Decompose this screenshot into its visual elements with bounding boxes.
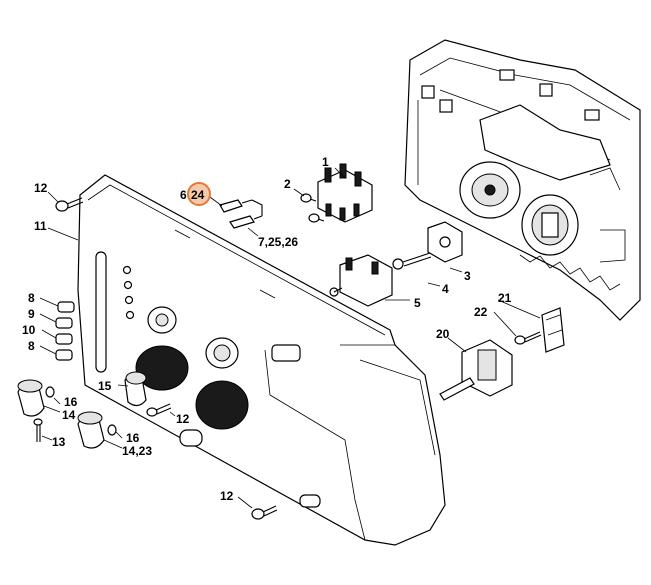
label-2: 2 <box>284 177 291 191</box>
label-16-bottom: 16 <box>126 431 140 445</box>
leader-lines <box>39 167 541 509</box>
housing-assembly <box>404 39 641 321</box>
bracket-part-21 <box>541 307 565 353</box>
label-13: 13 <box>52 435 66 449</box>
label-5: 5 <box>414 296 421 310</box>
knob-part-14 <box>17 379 55 417</box>
label-12-bottom: 12 <box>220 489 234 503</box>
label-15: 15 <box>98 379 112 393</box>
label-4: 4 <box>442 282 449 296</box>
screw-part-12-bottom <box>251 505 278 520</box>
label-21: 21 <box>498 291 512 305</box>
label-16-top: 16 <box>64 395 78 409</box>
connector-part-6 <box>219 199 263 229</box>
bracket-part-3 <box>427 221 463 263</box>
switch-part-5 <box>329 254 393 307</box>
label-11: 11 <box>34 219 47 233</box>
screw-set-8-9-10 <box>55 301 75 361</box>
screw-part-22 <box>514 331 542 345</box>
highlight-marker <box>187 182 211 206</box>
rotary-switch-part-20 <box>439 339 513 401</box>
label-8-bottom: 8 <box>28 339 35 353</box>
label-8-top: 8 <box>28 291 35 305</box>
screw-part-12-top <box>55 197 84 212</box>
label-6: 6 <box>180 188 187 202</box>
label-22: 22 <box>474 305 488 319</box>
label-9: 9 <box>28 307 35 321</box>
screw-part-12-middle <box>146 403 172 417</box>
label-20: 20 <box>436 327 450 341</box>
label-14-23: 14,23 <box>122 444 152 458</box>
label-24: 24 <box>191 188 205 202</box>
screw-part-13 <box>33 418 43 442</box>
control-panel-housing <box>77 174 446 546</box>
label-10: 10 <box>22 323 36 337</box>
label-12-top: 12 <box>34 181 48 195</box>
screw-part-4 <box>392 252 432 270</box>
label-7-25-26: 7,25,26 <box>258 235 298 249</box>
label-14: 14 <box>62 408 76 422</box>
knob-part-15 <box>124 371 147 407</box>
label-1: 1 <box>322 155 329 169</box>
label-12-middle: 12 <box>176 412 190 426</box>
part-number-labels: 1 2 3 4 5 6 24 7,25,26 12 11 8 9 10 8 15… <box>22 155 512 503</box>
switch-part-1 <box>317 163 373 223</box>
label-3: 3 <box>464 269 471 283</box>
